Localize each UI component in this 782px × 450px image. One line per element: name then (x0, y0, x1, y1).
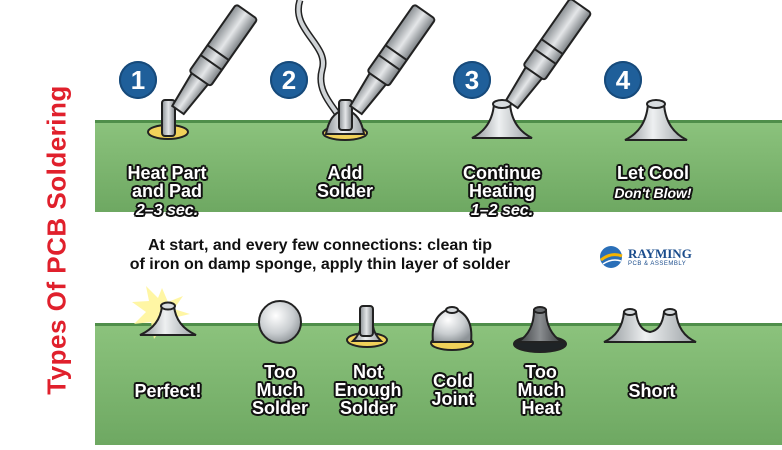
joint-perfect (132, 286, 197, 339)
joint-3-line2: Enough (334, 380, 402, 400)
step-1-line2: and Pad (131, 181, 202, 201)
step-3-line2: Heating (468, 181, 535, 201)
joint-label-perfect: Perfect! (118, 382, 218, 400)
step-2-badge: 2 (270, 61, 308, 99)
step-2-line1: Add (327, 163, 363, 183)
joint-2-line1: Too (264, 362, 296, 382)
step3-illustration (471, 0, 592, 139)
step-1-line1: Heat Part (127, 163, 207, 183)
logo-name: RAYMING (628, 245, 692, 261)
step-2-label: Add Solder (300, 164, 390, 200)
joint-label-too-much-heat: Too Much Heat (505, 363, 577, 417)
joint-3-line1: Not (353, 362, 383, 382)
step-4-line1: Let Cool (617, 163, 689, 183)
globe-icon (600, 246, 623, 268)
joint-not-enough-solder (346, 305, 388, 348)
step-4-note: Don't Blow! (614, 185, 692, 201)
step-1-note: 2–3 sec. (135, 202, 199, 219)
joint-cold (430, 306, 474, 351)
joint-too-much-solder (258, 300, 302, 344)
joint-short (603, 308, 697, 343)
joint-5-line3: Heat (521, 398, 561, 418)
joint-too-much-heat (513, 306, 567, 353)
joint-label-too-much-solder: Too Much Solder (240, 363, 320, 417)
joint-label-cold-joint: Cold Joint (418, 372, 488, 408)
tip-line-2: of iron on damp sponge, apply thin layer… (129, 256, 511, 273)
tip-text: At start, and every few connections: cle… (60, 236, 580, 274)
step-3-line1: Continue (463, 163, 541, 183)
rayming-logo: RAYMING PCB & ASSEMBLY (598, 244, 692, 270)
logo-tagline: PCB & ASSEMBLY (628, 260, 687, 267)
joint-label-short: Short (612, 382, 692, 400)
step1-illustration (147, 4, 258, 140)
joint-5-line2: Much (517, 380, 565, 400)
joint-2-line2: Much (256, 380, 304, 400)
joint-2-line3: Solder (251, 398, 308, 418)
step-1-badge: 1 (119, 61, 157, 99)
step4-illustration (624, 99, 688, 141)
step-3-note: 1–2 sec. (470, 202, 534, 219)
joint-5-line1: Too (525, 362, 557, 382)
joint-4-line2: Joint (431, 389, 475, 409)
joint-1-line1: Perfect! (134, 381, 202, 401)
step-2-line2: Solder (316, 181, 373, 201)
step-3-label: Continue Heating 1–2 sec. (446, 164, 558, 220)
joint-4-line1: Cold (433, 371, 473, 391)
joint-3-line3: Solder (339, 398, 396, 418)
joint-6-line1: Short (628, 381, 676, 401)
step-1-label: Heat Part and Pad 2–3 sec. (112, 164, 222, 220)
step-4-badge: 4 (604, 61, 642, 99)
step-3-badge: 3 (453, 61, 491, 99)
joint-label-not-enough-solder: Not Enough Solder (326, 363, 410, 417)
tip-line-1: At start, and every few connections: cle… (147, 237, 493, 254)
step-4-label: Let Cool Don't Blow! (594, 164, 712, 202)
step2-illustration (294, 0, 436, 141)
